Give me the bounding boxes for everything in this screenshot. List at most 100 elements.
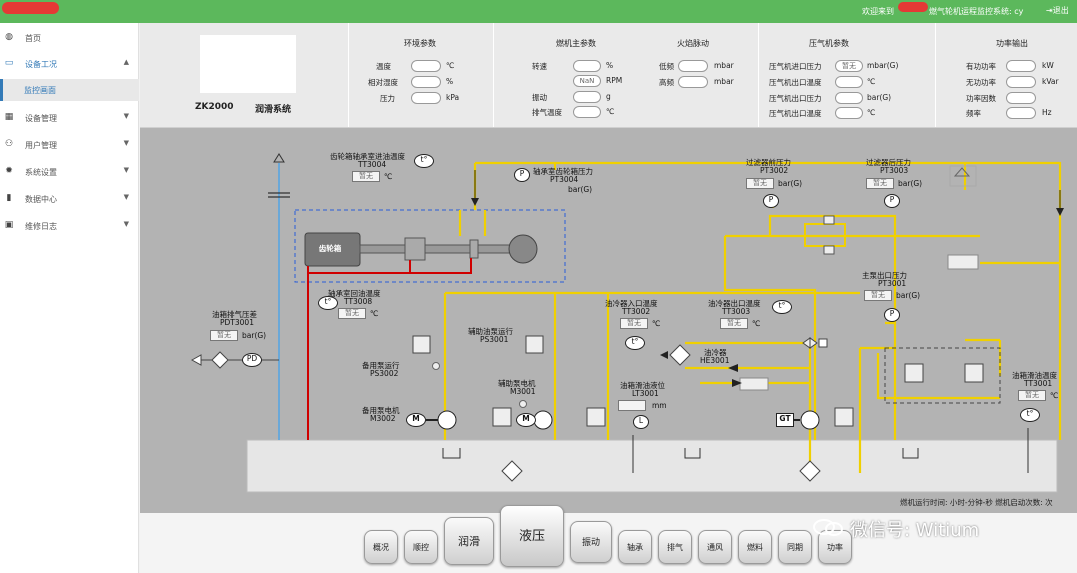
nav-button-synchronization[interactable]: 同期	[778, 530, 812, 564]
nav-button-hydraulic[interactable]: 液压	[500, 505, 564, 567]
value-field	[411, 60, 441, 72]
nav-button-overview[interactable]: 概况	[364, 530, 398, 564]
temp-sensor-icon: t°	[625, 336, 645, 350]
pt3002-value: 暂无	[746, 178, 774, 189]
rpm-value: NaN	[573, 75, 601, 87]
nav-button-vibration[interactable]: 振动	[570, 521, 612, 563]
nav-button-ventilation[interactable]: 通风	[698, 530, 732, 564]
logout-button[interactable]: ⇥退出	[1046, 6, 1069, 15]
nav-button-sequence-control[interactable]: 顺控	[404, 530, 438, 564]
gearbox-label: 齿轮箱	[318, 244, 342, 253]
pump-check-valve	[586, 407, 606, 427]
coupling	[469, 239, 479, 259]
value-field	[1006, 60, 1036, 72]
filter-element	[823, 245, 835, 255]
sidebar-item-equipment-status[interactable]: ▭ 设备工况 ▲	[4, 58, 129, 69]
sidebar-item-equipment-mgmt[interactable]: ▦ 设备管理 ▼	[4, 112, 129, 123]
value-field	[835, 92, 863, 104]
temp-sensor-icon: t°	[1020, 408, 1040, 422]
motor-icon: M	[406, 413, 426, 427]
turbine-end	[508, 234, 538, 264]
relief-valve-block	[884, 347, 1001, 404]
temp-sensor-icon: t°	[772, 300, 792, 314]
motor-icon: M	[516, 413, 536, 427]
sidebar-item-home[interactable]: ◍ 首页	[5, 32, 41, 43]
pump-icon	[437, 410, 457, 430]
nav-button-fuel[interactable]: 燃料	[738, 530, 772, 564]
shaft	[359, 244, 511, 254]
system-name: 燃气轮机运程监控系统: cy	[929, 7, 1024, 16]
tt3008-value: 暂无	[338, 308, 366, 319]
bottom-nav: 概况 顺控 润滑 液压 振动 轴承 排气 通风 燃料 同期 功率	[140, 505, 1077, 573]
cooler-icon	[669, 344, 691, 366]
sidebar-item-data-center[interactable]: ▮ 数据中心 ▼	[0, 188, 139, 210]
gearbox-boundary	[294, 209, 566, 283]
vent-cap-icon	[273, 153, 285, 163]
sidebar-item-settings[interactable]: ✹ 系统设置 ▼	[5, 166, 129, 177]
pressure-sensor-icon: P	[884, 194, 900, 208]
value-field	[1006, 92, 1036, 104]
top-bar: 欢迎来到 燃气轮机运程监控系统: cy ⇥退出	[0, 0, 1077, 23]
pressure-switch-icon	[525, 335, 544, 354]
relief-valve	[964, 363, 984, 383]
chevron-down-icon: ▼	[123, 139, 129, 147]
wechat-icon	[813, 519, 843, 536]
coupling	[404, 237, 426, 261]
chevron-down-icon: ▼	[123, 193, 129, 201]
compressor-params-panel: 压气机参数 压气机进口压力 暂无 mbar(G) 压气机出口温度 ℃ 压气机出口…	[758, 23, 934, 127]
system-title: 润滑系统	[255, 105, 292, 115]
pt3003-value: 暂无	[866, 178, 894, 189]
temp-sensor-icon: t°	[414, 154, 434, 168]
grid-icon: ▦	[4, 112, 14, 122]
watermark-text: 微信号: Witium	[850, 520, 980, 541]
gear-icon: ✹	[5, 166, 13, 176]
nav-button-bearing[interactable]: 轴承	[618, 530, 652, 564]
tt3003-value: 暂无	[720, 318, 748, 329]
pd-sensor-icon: PD	[242, 353, 262, 367]
value-field	[573, 91, 601, 103]
flow-arrow-icon	[471, 198, 479, 206]
value-field	[678, 60, 708, 72]
tt3002-value: 暂无	[620, 318, 648, 329]
strainer-icon	[501, 460, 523, 482]
pt3001-value: 暂无	[864, 290, 892, 301]
parameters-header: ZK2000 润滑系统 环境参数 温度 ℃ 相对湿度 % 压力 kPa 燃机主参…	[140, 23, 1077, 128]
oil-tank	[246, 439, 1058, 493]
pressure-sensor-icon: P	[514, 168, 530, 182]
welcome-text: 欢迎来到	[862, 7, 894, 16]
model-name: ZK2000	[195, 102, 234, 112]
sidebar-subitem-monitor[interactable]: 监控画面	[0, 79, 139, 101]
equipment-image	[200, 35, 296, 93]
nav-button-lubrication[interactable]: 润滑	[444, 517, 494, 565]
chevron-down-icon: ▼	[123, 166, 129, 174]
filter-element	[823, 215, 835, 225]
value-field: 暂无	[835, 60, 863, 72]
value-field	[573, 106, 601, 118]
value-field	[411, 76, 441, 88]
pump-icon	[800, 410, 820, 430]
level-sensor-icon: L	[633, 415, 649, 429]
strainer-icon	[799, 460, 821, 482]
pump-icon	[533, 410, 553, 430]
chevron-up-icon: ▲	[123, 58, 129, 66]
pressure-sensor-icon: P	[763, 194, 779, 208]
panel-title: 环境参数	[404, 39, 436, 48]
logout-icon: ⇥	[1046, 6, 1053, 15]
power-output-panel: 功率输出 有功功率 kW 无功功率 kVar 功率因数 频率 Hz	[935, 23, 1077, 127]
tt3004-value: 暂无	[352, 171, 380, 182]
flow-element	[947, 254, 979, 270]
status-lamp	[519, 400, 527, 408]
env-params-panel: 环境参数 温度 ℃ 相对湿度 % 压力 kPa	[348, 23, 492, 127]
nav-button-exhaust[interactable]: 排气	[658, 530, 692, 564]
sidebar-item-user-mgmt[interactable]: ⚇ 用户管理 ▼	[4, 139, 129, 150]
tt3001-value: 暂无	[1018, 390, 1046, 401]
temp-sensor-icon: t°	[318, 296, 338, 310]
sidebar-item-maintenance-log[interactable]: ▣ 维修日志 ▼	[4, 220, 129, 231]
pressure-sensor-icon: P	[884, 308, 900, 322]
value-field	[1006, 76, 1036, 88]
relief-valve	[904, 363, 924, 383]
triangle-indicator-icon	[953, 167, 971, 177]
globe-icon: ◍	[5, 32, 13, 42]
system-info-panel: ZK2000 润滑系统	[140, 23, 347, 127]
